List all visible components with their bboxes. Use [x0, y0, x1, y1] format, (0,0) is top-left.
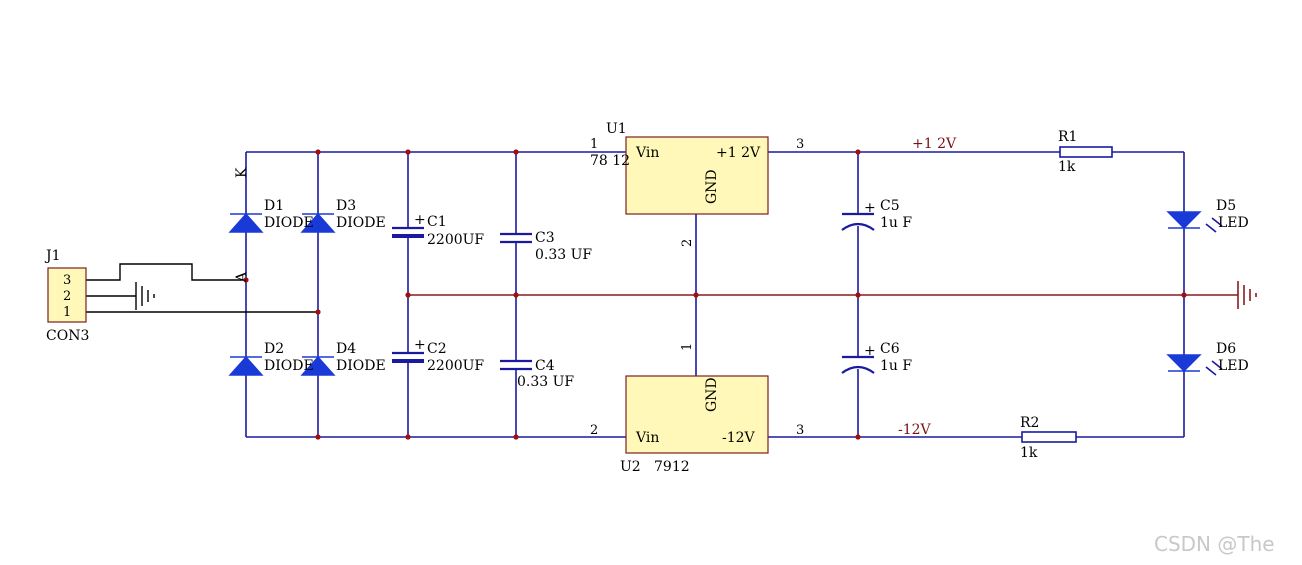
led-icon — [1166, 211, 1223, 376]
connector-pin-2: 2 — [63, 289, 71, 304]
d4-ref: D4 — [336, 341, 356, 357]
c1-ref: C1 — [427, 214, 447, 230]
u2-pin-gnd: GND — [704, 377, 720, 412]
connector-j1: J1 3 2 1 CON3 — [44, 248, 89, 344]
resistor-icon — [1021, 146, 1113, 443]
u2-pin-in-num: 2 — [590, 423, 598, 438]
d2-value: DIODE — [264, 358, 314, 374]
bridge-pin-a: A — [234, 271, 250, 283]
c4-ref: C4 — [535, 358, 555, 374]
u2-pin-gnd-num: 1 — [680, 343, 695, 351]
u2-pin-out-num: 3 — [796, 423, 804, 438]
u1-pin-in: Vin — [635, 145, 659, 161]
d3-ref: D3 — [336, 198, 356, 214]
d5-ref: D5 — [1216, 198, 1236, 214]
u2-ref: U2 — [620, 459, 641, 475]
c2-ref: C2 — [427, 341, 447, 357]
watermark: CSDN @The — [1154, 532, 1275, 556]
junction-dots — [243, 149, 1187, 440]
u1-part: 78 12 — [590, 153, 630, 169]
c4-value: 0.33 UF — [517, 374, 574, 390]
regulator-u1: U1 1 78 12 Vin +1 2V GND 3 2 — [590, 121, 804, 247]
c1-polarity: + — [414, 212, 426, 228]
d2-ref: D2 — [264, 341, 284, 357]
connector-ref: J1 — [44, 248, 61, 264]
d1-ref: D1 — [264, 198, 284, 214]
u1-pin-out: +1 2V — [716, 145, 761, 161]
d1-value: DIODE — [264, 215, 314, 231]
d4-value: DIODE — [336, 358, 386, 374]
u1-pin-out-num: 3 — [796, 137, 804, 152]
regulator-u2: U2 7912 2 Vin -12V GND 3 1 — [590, 343, 804, 475]
d3-value: DIODE — [336, 215, 386, 231]
r1-ref: R1 — [1058, 129, 1077, 145]
c6-value: 1u F — [880, 358, 912, 374]
ground-symbol-icon — [1237, 281, 1257, 309]
net-label-pos: +1 2V — [912, 136, 957, 152]
c1-value: 2200UF — [427, 232, 484, 248]
c5-polarity: + — [864, 200, 876, 216]
ground-symbol-icon — [135, 282, 155, 310]
c6-ref: C6 — [880, 341, 900, 357]
capacitor-icon — [392, 212, 875, 374]
u1-pin-gnd-num: 2 — [680, 239, 695, 247]
c2-polarity: + — [414, 337, 426, 353]
d6-value: LED — [1218, 358, 1249, 374]
c5-value: 1u F — [880, 215, 912, 231]
u1-pin-in-num: 1 — [590, 137, 598, 152]
u1-ref: U1 — [606, 121, 627, 137]
c2-value: 2200UF — [427, 358, 484, 374]
connector-pin-3: 3 — [63, 273, 71, 288]
c5-ref: C5 — [880, 198, 900, 214]
u2-part: 7912 — [654, 459, 690, 475]
connector-pin-1: 1 — [63, 305, 71, 320]
wire-network — [86, 151, 1238, 438]
c3-ref: C3 — [535, 230, 555, 246]
u1-pin-gnd: GND — [704, 169, 720, 204]
r1-value: 1k — [1058, 159, 1076, 175]
u2-pin-out: -12V — [722, 430, 756, 446]
c6-polarity: + — [864, 343, 876, 359]
u2-pin-in: Vin — [635, 430, 659, 446]
d6-ref: D6 — [1216, 341, 1236, 357]
net-label-neg: -12V — [898, 422, 932, 438]
connector-type: CON3 — [46, 328, 89, 344]
c3-value: 0.33 UF — [535, 247, 592, 263]
r2-value: 1k — [1020, 445, 1038, 461]
r2-ref: R2 — [1020, 415, 1039, 431]
diode-icon — [228, 212, 336, 376]
d5-value: LED — [1218, 215, 1249, 231]
bridge-pin-k: K — [234, 167, 250, 178]
